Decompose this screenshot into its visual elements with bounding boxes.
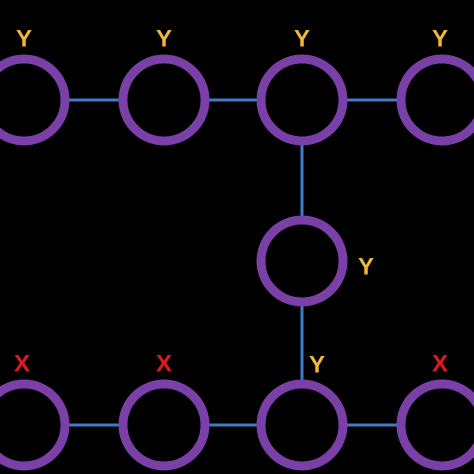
node-label-n1: Y [16, 25, 32, 52]
node-circle-n5 [256, 215, 348, 307]
nodes-layer [0, 54, 474, 471]
node-circle-n8 [256, 379, 348, 471]
node-label-n6: X [14, 350, 30, 377]
node-label-n4: Y [432, 25, 448, 52]
edges-layer [69, 98, 397, 427]
node-label-n5: Y [358, 253, 374, 280]
node-circle-n6 [0, 379, 70, 471]
node-label-n8: Y [309, 351, 325, 378]
node-circle-n2 [118, 54, 210, 146]
labels-layer: Y Y Y Y Y X X Y X [14, 25, 448, 378]
node-circle-n9 [396, 379, 474, 471]
node-circle-n3 [256, 54, 348, 146]
node-label-n3: Y [294, 25, 310, 52]
node-circle-n4 [396, 54, 474, 146]
node-label-n7: X [156, 350, 172, 377]
node-label-n2: Y [156, 25, 172, 52]
node-label-n9: X [432, 350, 448, 377]
node-circle-n7 [118, 379, 210, 471]
node-circle-n1 [0, 54, 70, 146]
